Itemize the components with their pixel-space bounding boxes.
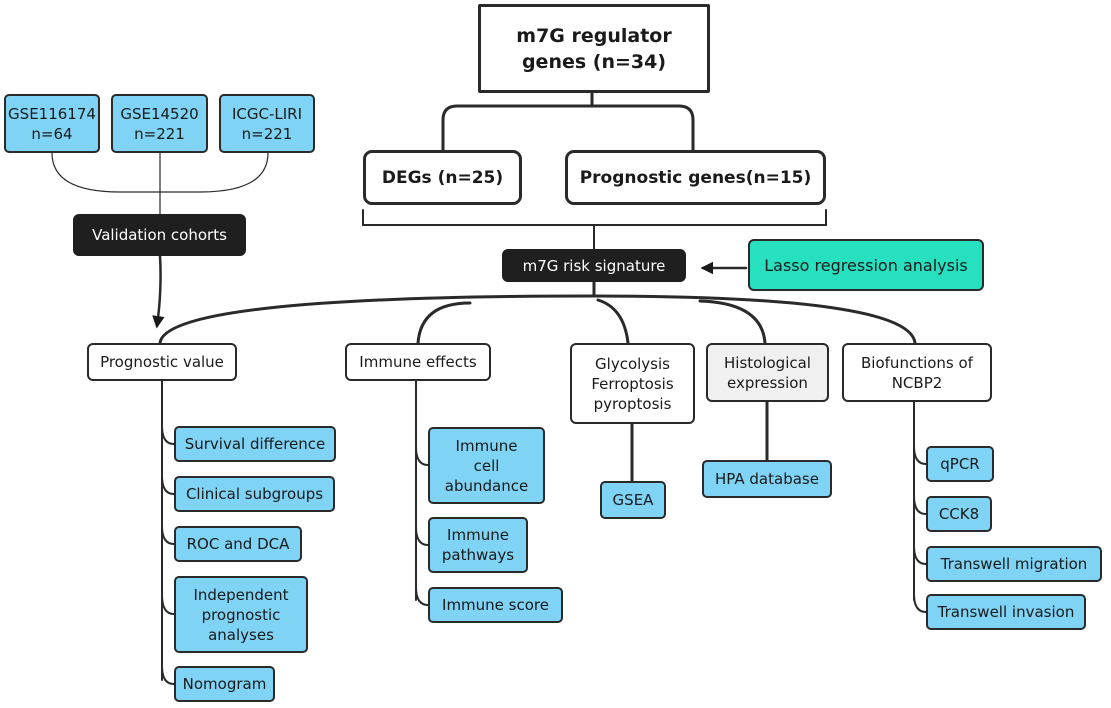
qpcr-node: qPCR [926, 446, 994, 482]
link-histological-branch [698, 299, 767, 345]
link-immune-child-1 [415, 446, 429, 466]
cohort-icgc-liri: ICGC-LIRI n=221 [219, 94, 315, 153]
transwell-migration-node: Transwell migration [926, 546, 1102, 582]
link-bio-child-2 [913, 495, 927, 515]
cohort-gse116174: GSE116174 n=64 [4, 94, 100, 153]
prognostic-value-node: Prognostic value [87, 343, 237, 381]
histological-expression-node: Histological expression [706, 343, 829, 402]
nomogram-node: Nomogram [174, 666, 275, 702]
cohort-gse14520: GSE14520 n=221 [111, 94, 208, 153]
link-prognostic-child-5 [161, 665, 175, 685]
link-prognostic-child-4 [161, 594, 175, 615]
link-bio-child-1 [913, 445, 927, 465]
link-prognostic-child-3 [161, 525, 175, 545]
immune-pathways-node: Immune pathways [428, 517, 528, 573]
m7g-regulator-genes-node: m7G regulator genes (n=34) [478, 4, 710, 93]
immune-cell-abundance-node: Immune cell abundance [428, 427, 545, 504]
link-glycolysis-branch [596, 298, 630, 345]
immune-score-node: Immune score [428, 587, 563, 623]
gsea-node: GSEA [600, 481, 666, 519]
link-immune-branch [416, 301, 472, 345]
degs-node: DEGs (n=25) [363, 150, 522, 205]
cck8-node: CCK8 [926, 496, 992, 532]
validation-cohorts-node: Validation cohorts [73, 214, 246, 256]
survival-difference-node: Survival difference [174, 426, 336, 462]
hpa-database-node: HPA database [702, 460, 832, 498]
link-immune-child-3 [415, 586, 429, 606]
biofunctions-ncbp2-node: Biofunctions of NCBP2 [842, 343, 992, 402]
clinical-subgroups-node: Clinical subgroups [174, 476, 335, 512]
prognostic-genes-node: Prognostic genes(n=15) [565, 150, 826, 205]
link-immune-child-2 [415, 526, 429, 546]
independent-prognostic-analyses-node: Independent prognostic analyses [174, 576, 308, 653]
immune-effects-node: Immune effects [345, 343, 491, 381]
lasso-regression-node: Lasso regression analysis [748, 239, 984, 291]
link-prognostic-child-1 [161, 425, 175, 445]
roc-and-dca-node: ROC and DCA [174, 526, 302, 562]
link-bracket [362, 209, 827, 226]
link-top-fork [441, 104, 695, 152]
m7g-risk-signature-node: m7G risk signature [502, 249, 686, 282]
transwell-invasion-node: Transwell invasion [926, 594, 1086, 630]
link-validation-arrow [152, 254, 165, 329]
link-bio-child-3 [913, 545, 927, 565]
link-prognostic-child-2 [161, 475, 175, 495]
link-signature-fanout [158, 294, 917, 345]
link-bio-child-4 [913, 593, 927, 613]
glycolysis-ferroptosis-pyroptosis-node: Glycolysis Ferroptosis pyroptosis [570, 343, 695, 424]
